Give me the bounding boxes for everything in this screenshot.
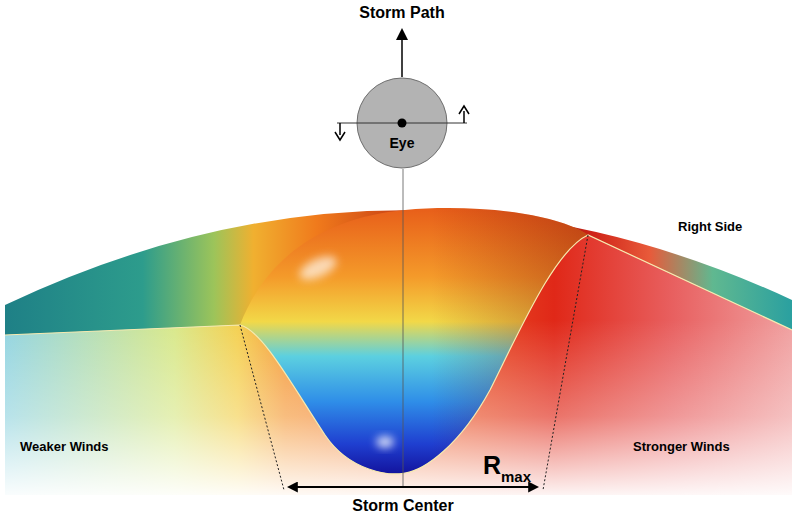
dimension-subscript: max (501, 469, 531, 486)
eye-label: Eye (332, 77, 472, 151)
region-label: Weaker Winds (20, 440, 109, 454)
region-label: Stronger Winds (633, 440, 730, 454)
eye-shape (332, 77, 472, 169)
rotation-arrow (463, 111, 465, 123)
rotation-arrow (339, 123, 341, 135)
rotation-arrowhead (459, 106, 469, 114)
side-label: Right Side (678, 220, 742, 234)
center-dot (398, 119, 407, 128)
eye-circle: Eye (332, 77, 472, 169)
rotation-arrowhead (335, 132, 345, 140)
dimension-symbol: R (483, 452, 501, 480)
direction-label: Storm Path (359, 4, 444, 22)
axis-label: Storm Center (352, 497, 453, 515)
